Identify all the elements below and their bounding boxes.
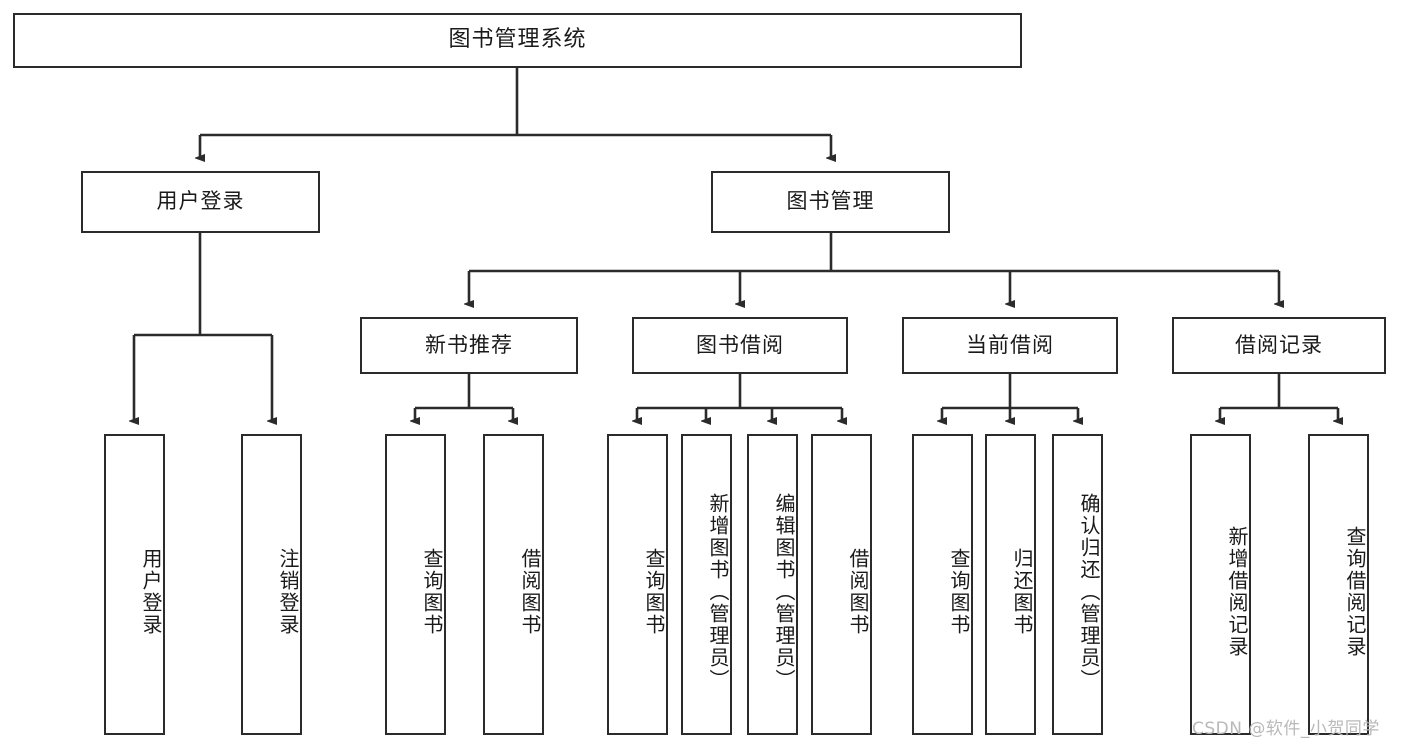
- node-label: 新书推荐: [425, 332, 513, 357]
- node-level2-new-book-recommend[interactable]: 新书推荐: [360, 317, 578, 374]
- node-label: 用户登录: [156, 189, 245, 214]
- leaf-label: 注销登录: [276, 547, 300, 636]
- leaf-edit-book-admin[interactable]: 编辑图书（管理员）: [747, 434, 798, 735]
- leaf-label: 归还图书: [1010, 547, 1034, 636]
- leaf-label: 确认归还（管理员）: [1077, 492, 1101, 691]
- node-level2-book-borrow[interactable]: 图书借阅: [632, 317, 848, 374]
- leaf-confirm-return-admin[interactable]: 确认归还（管理员）: [1052, 434, 1103, 735]
- leaf-label: 借阅图书: [518, 547, 542, 636]
- leaf-query-book-borrow[interactable]: 查询图书: [607, 434, 668, 735]
- leaf-return-book[interactable]: 归还图书: [985, 434, 1036, 735]
- leaf-label: 借阅图书: [846, 547, 870, 636]
- node-label: 图书借阅: [696, 332, 784, 357]
- leaf-borrow-book[interactable]: 借阅图书: [811, 434, 872, 735]
- node-level2-borrow-record[interactable]: 借阅记录: [1172, 317, 1386, 374]
- node-label: 借阅记录: [1235, 332, 1323, 357]
- leaf-label: 查询图书: [642, 547, 666, 636]
- leaf-label: 查询借阅记录: [1343, 525, 1367, 658]
- leaf-user-login[interactable]: 用户登录: [104, 434, 165, 735]
- node-level2-current-borrow[interactable]: 当前借阅: [902, 317, 1118, 374]
- node-root-label: 图书管理系统: [448, 27, 587, 53]
- leaf-query-borrow-record[interactable]: 查询借阅记录: [1308, 434, 1369, 735]
- node-root[interactable]: 图书管理系统: [13, 13, 1022, 68]
- node-label: 当前借阅: [966, 332, 1054, 357]
- leaf-logout[interactable]: 注销登录: [241, 434, 302, 735]
- node-label: 图书管理: [786, 189, 875, 214]
- node-level1-book-management[interactable]: 图书管理: [711, 171, 950, 233]
- leaf-label: 新增借阅记录: [1225, 525, 1249, 658]
- leaf-label: 用户登录: [139, 547, 163, 636]
- leaf-add-borrow-record[interactable]: 新增借阅记录: [1190, 434, 1251, 735]
- leaf-add-book-admin[interactable]: 新增图书（管理员）: [681, 434, 732, 735]
- leaf-label: 查询图书: [420, 547, 444, 636]
- leaf-label: 新增图书（管理员）: [706, 492, 730, 691]
- leaf-query-book-recommend[interactable]: 查询图书: [385, 434, 446, 735]
- node-level1-user-login[interactable]: 用户登录: [81, 171, 320, 233]
- leaf-query-book-current[interactable]: 查询图书: [912, 434, 973, 735]
- leaf-label: 编辑图书（管理员）: [772, 492, 796, 691]
- csdn-watermark: CSDN @软件_小贺同学: [1192, 719, 1380, 739]
- leaf-label: 查询图书: [947, 547, 971, 636]
- leaf-borrow-book-recommend[interactable]: 借阅图书: [483, 434, 544, 735]
